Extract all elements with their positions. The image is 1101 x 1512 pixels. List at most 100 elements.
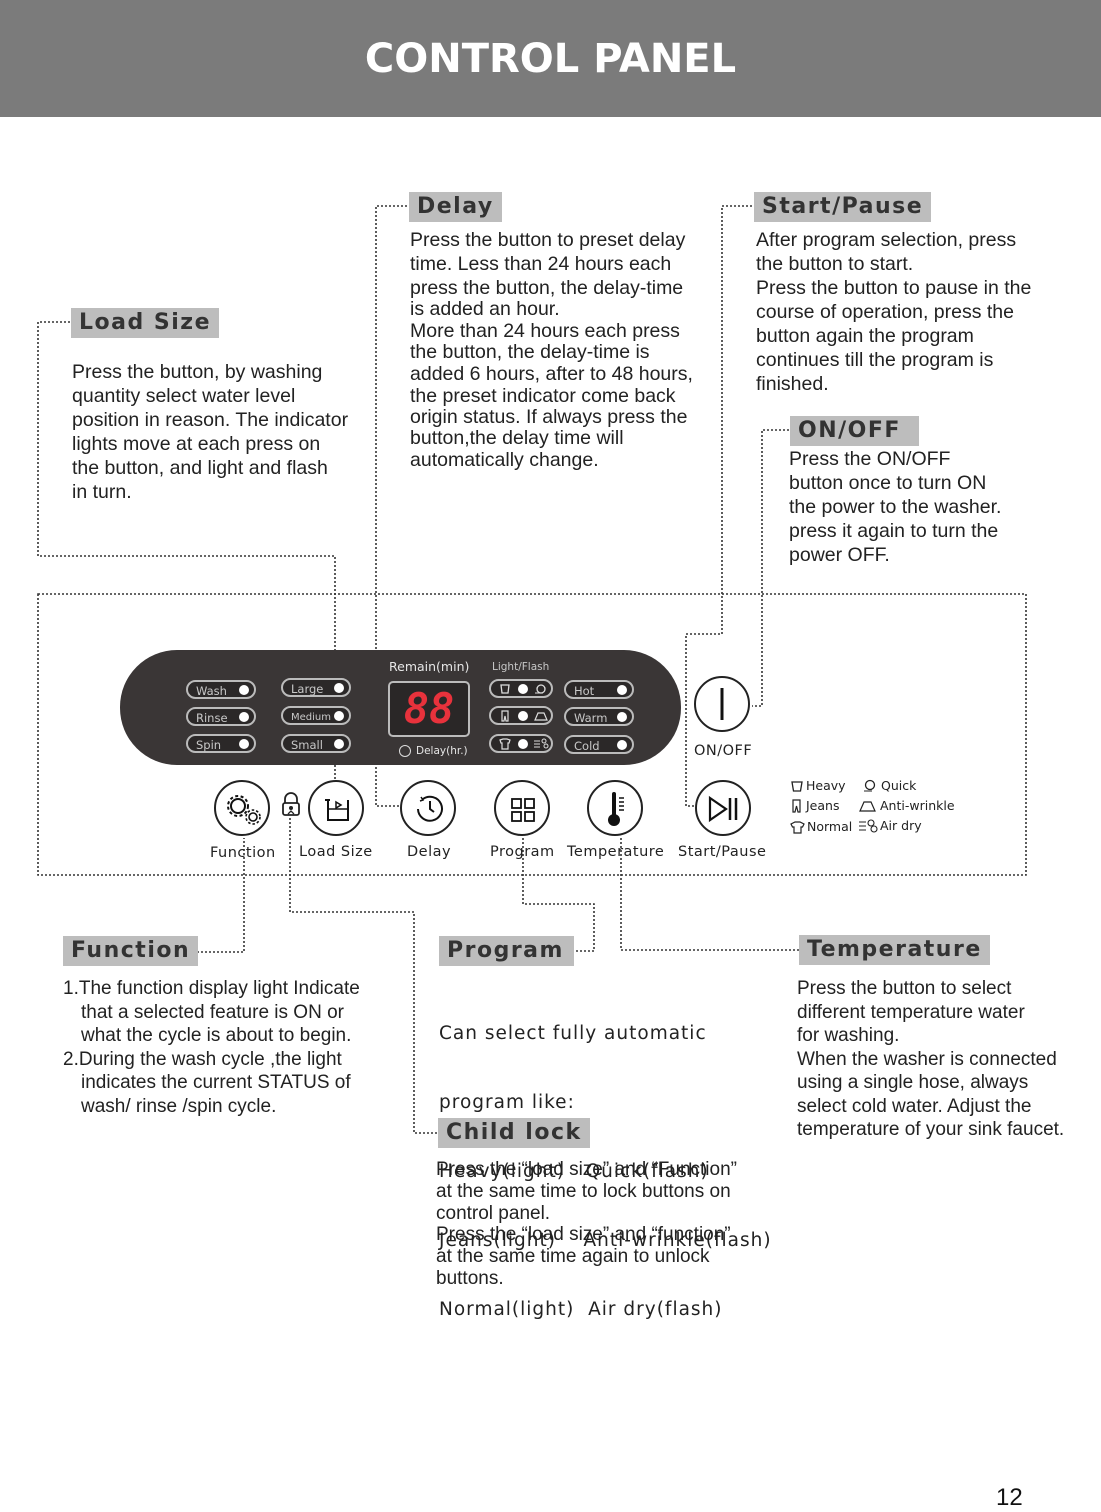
remain-label: Remain(min) <box>389 659 470 674</box>
function-button[interactable] <box>214 780 270 836</box>
delay-description: Press the button to preset delay time. L… <box>410 228 730 471</box>
small-indicator: Small <box>281 734 351 753</box>
warm-indicator: Warm <box>564 707 634 726</box>
legend-heavy: Heavy <box>806 778 846 793</box>
child-lock-line: at the same time to lock buttons on <box>436 1180 731 1202</box>
jeans-icon <box>792 799 801 813</box>
function-item: 1.The function display light Indicate th… <box>63 978 360 1046</box>
legend-air-dry: Air dry <box>880 818 922 833</box>
on-off-heading: ON/OFF <box>790 416 919 446</box>
normal-airdry-icon <box>499 738 549 750</box>
grid-icon <box>511 798 535 822</box>
load-size-line: position in reason. The indicator <box>72 409 349 431</box>
heavy-quick-indicator <box>489 679 553 698</box>
heavy-quick-icon <box>500 684 546 694</box>
legend-normal: Normal <box>807 819 853 834</box>
delay-line: automatically change. <box>410 449 599 471</box>
spin-indicator: Spin <box>186 734 256 753</box>
power-icon <box>720 688 724 720</box>
load-size-description: Press the button, by washing quantity se… <box>72 360 377 504</box>
quick-icon <box>864 779 876 792</box>
tub-icon <box>325 799 349 821</box>
legend-jeans: Jeans <box>806 798 840 813</box>
start-pause-heading: Start/Pause <box>754 192 932 222</box>
function-heading: Function <box>63 936 199 966</box>
program-line: Normal(light) Air dry(flash) <box>439 1299 723 1320</box>
load-size-button-label: Load Size <box>299 844 373 860</box>
child-lock-line: at the same time again to unlock <box>436 1246 710 1268</box>
legend-quick: Quick <box>881 778 917 793</box>
delay-line: More than 24 hours each press <box>410 320 680 342</box>
temperature-line: for washing. <box>797 1025 900 1046</box>
air-dry-icon <box>859 819 878 833</box>
on-off-line: power OFF. <box>789 544 890 566</box>
warm-indicator-label: Warm <box>574 711 608 725</box>
program-line: Heavy(light) Quick(flash) <box>439 1161 709 1182</box>
cold-indicator-label: Cold <box>574 739 600 753</box>
child-lock-line: Press the “load size” and “Function” <box>436 1159 737 1180</box>
delay-line: the button, the delay-time is <box>410 341 650 363</box>
temperature-button-label: Temperature <box>567 844 665 860</box>
function-description: 1.The function display light Indicate th… <box>63 977 388 1118</box>
delay-indicator-label: Delay(hr.) <box>416 745 468 757</box>
wash-indicator-label: Wash <box>196 684 227 698</box>
spin-indicator-label: Spin <box>196 738 222 752</box>
program-heading: Program <box>439 936 574 966</box>
program-line: program like: <box>439 1092 575 1113</box>
temperature-description: Press the button to select different tem… <box>797 977 1097 1142</box>
load-size-line: quantity select water level <box>72 385 296 407</box>
time-display: 88 <box>388 681 470 737</box>
temperature-line: select cold water. Adjust the <box>797 1095 1032 1117</box>
function-item: 2.During the wash cycle ,the light indic… <box>63 1048 351 1117</box>
large-indicator-label: Large <box>291 682 324 696</box>
child-lock-description: Press the “load size” and “Function” at … <box>436 1159 776 1290</box>
on-off-button[interactable] <box>694 676 750 732</box>
wash-indicator: Wash <box>186 680 256 699</box>
load-size-line: lights move at each press on <box>72 433 321 455</box>
delay-line: press the button, the delay-time <box>410 277 684 299</box>
delay-line: origin status. If always press the <box>410 406 688 428</box>
temperature-line: different temperature water <box>797 1001 1025 1023</box>
on-off-description: Press the ON/OFF button once to turn ON … <box>789 447 1089 567</box>
child-lock-line: control panel. <box>436 1202 551 1224</box>
temperature-line: Press the button to select <box>797 978 1012 999</box>
thermometer-icon <box>608 792 624 826</box>
delay-line: is added an hour. <box>410 298 560 320</box>
start-pause-line: finished. <box>756 373 829 395</box>
play-pause-icon <box>708 795 738 823</box>
delay-line: Press the button to preset delay <box>410 229 686 251</box>
load-size-line: the button, and light and flash <box>72 457 328 479</box>
rinse-indicator: Rinse <box>186 707 256 726</box>
on-off-line: press it again to turn the <box>789 520 999 542</box>
page-number: 12 <box>996 1484 1023 1511</box>
load-size-heading: Load Size <box>71 308 219 338</box>
on-off-line: the power to the washer. <box>789 496 1002 518</box>
small-indicator-label: Small <box>291 738 323 752</box>
function-button-label: Function <box>210 845 276 861</box>
normal-icon <box>790 821 805 834</box>
temperature-line: using a single hose, always <box>797 1072 1029 1093</box>
light-flash-label: Light/Flash <box>492 661 550 673</box>
start-pause-button[interactable] <box>695 780 751 836</box>
child-lock-heading: Child lock <box>438 1118 590 1148</box>
temperature-heading: Temperature <box>799 935 990 965</box>
anti-wrinkle-icon <box>859 801 876 812</box>
load-size-line: in turn. <box>72 481 132 503</box>
temperature-button[interactable] <box>587 780 643 836</box>
clock-icon <box>417 795 443 822</box>
rinse-indicator-label: Rinse <box>196 711 228 725</box>
program-line: Jeans(light) Anti-wrinkle(flash) <box>439 1230 772 1251</box>
load-size-line: Press the button, by washing <box>72 361 323 383</box>
temperature-line: When the washer is connected <box>797 1048 1057 1070</box>
heavy-icon <box>791 781 803 792</box>
delay-heading: Delay <box>409 192 502 222</box>
program-button[interactable] <box>494 780 550 836</box>
control-panel-display: Wash Rinse Spin Large Medium Small Remai… <box>120 650 681 765</box>
delay-button[interactable] <box>400 780 456 836</box>
page-header: CONTROL PANEL <box>0 0 1101 117</box>
delay-indicator-dot <box>399 745 411 757</box>
normal-airdry-indicator <box>489 734 553 753</box>
load-size-button[interactable] <box>308 780 364 836</box>
start-pause-description: After program selection, press the butto… <box>756 228 1086 396</box>
temperature-line: temperature of your sink faucet. <box>797 1119 1065 1140</box>
